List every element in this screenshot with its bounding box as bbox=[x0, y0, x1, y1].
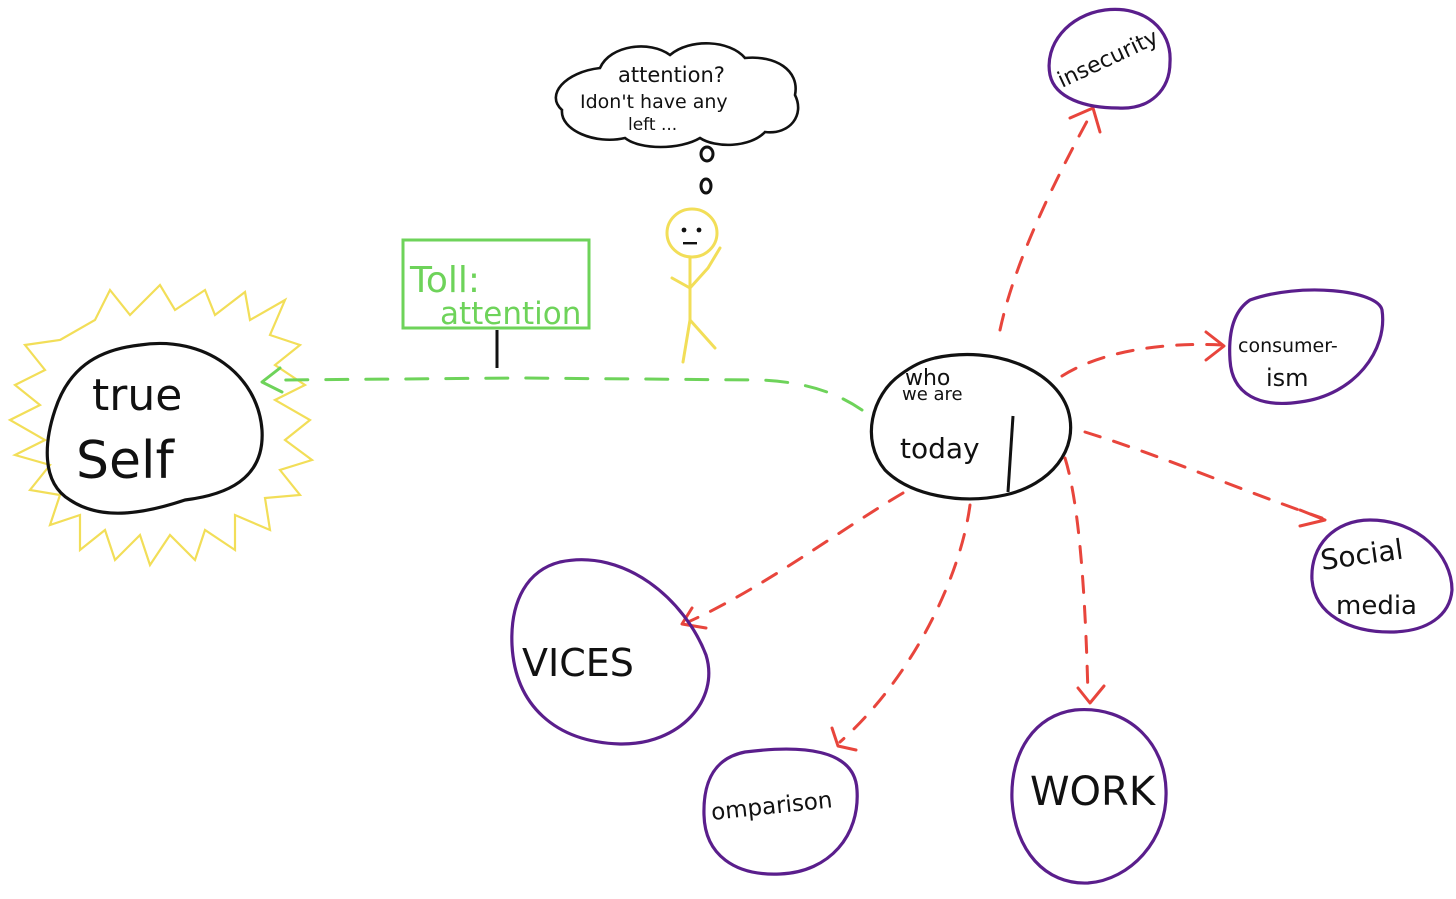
comparison-label: omparison bbox=[710, 787, 834, 826]
thought-line1: attention? bbox=[618, 63, 725, 87]
arrow-head-social bbox=[1298, 508, 1327, 528]
thought-cloud bbox=[554, 42, 800, 149]
consumerism-node bbox=[1228, 288, 1385, 405]
toll-sign bbox=[401, 238, 591, 330]
stick-figure bbox=[665, 207, 722, 364]
stick-figure-face bbox=[681, 227, 702, 245]
arrow-head-consumerism bbox=[1204, 330, 1226, 362]
thought-line2: Idon't have any bbox=[580, 91, 728, 113]
comparison-node bbox=[702, 747, 859, 876]
center-line2: we are bbox=[902, 384, 963, 405]
arrow-to-work bbox=[1063, 456, 1090, 697]
toll-sign-line2: attention bbox=[440, 296, 581, 332]
work-node bbox=[1010, 708, 1168, 885]
social-media-label-line1: Social bbox=[1318, 533, 1405, 577]
sun-rays bbox=[7, 283, 315, 568]
center-node bbox=[869, 353, 1073, 501]
arrow-to-comparison bbox=[838, 503, 972, 744]
toll-sign-line1: Toll: bbox=[409, 260, 480, 301]
arrow-head-insecurity bbox=[1068, 106, 1102, 134]
center-line3: today bbox=[900, 432, 980, 465]
insecurity-label: insecurity bbox=[1054, 25, 1162, 93]
arrow-to-social bbox=[1083, 430, 1324, 520]
vices-node bbox=[510, 558, 711, 746]
true-self-label-line2: Self bbox=[76, 431, 175, 491]
consumerism-label-line1: consumer- bbox=[1238, 335, 1338, 357]
arrow-head-work bbox=[1076, 684, 1106, 705]
center-line1: who bbox=[905, 366, 950, 391]
thought-dot-1 bbox=[699, 145, 715, 163]
green-arrow-head bbox=[260, 366, 284, 394]
arrow-to-insecurity bbox=[998, 110, 1094, 332]
center-node-stroke bbox=[1006, 415, 1015, 493]
insecurity-node bbox=[1047, 7, 1172, 110]
social-media-node bbox=[1310, 518, 1454, 634]
arrow-to-consumerism bbox=[1060, 343, 1224, 378]
consumerism-label-line2: ism bbox=[1266, 364, 1309, 392]
vices-label: VICES bbox=[522, 641, 634, 685]
arrow-head-vices bbox=[680, 606, 708, 630]
thought-line3: left ... bbox=[628, 115, 677, 135]
true-self-label-line1: true bbox=[92, 370, 182, 421]
thought-dot-2 bbox=[699, 177, 713, 195]
arrow-head-comparison bbox=[830, 726, 858, 752]
social-media-label-line2: media bbox=[1336, 591, 1417, 621]
true-self-node bbox=[45, 342, 264, 515]
green-road-arrow bbox=[278, 376, 864, 412]
arrow-to-vices bbox=[686, 491, 905, 624]
work-label: WORK bbox=[1030, 769, 1157, 815]
